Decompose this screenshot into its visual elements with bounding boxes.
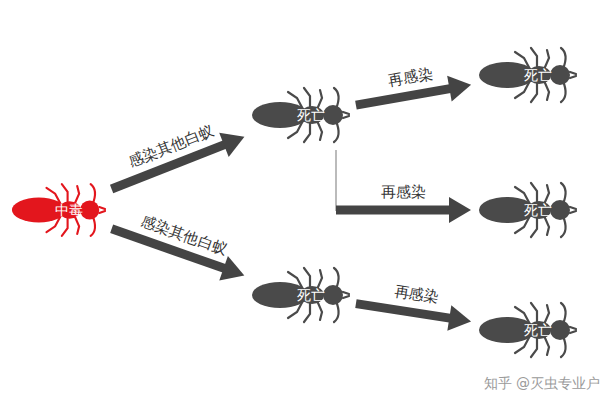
status-text: 死亡	[297, 288, 325, 302]
watermark: 知乎 @灭虫专业户	[484, 375, 600, 393]
status-text: 死亡	[524, 323, 552, 337]
status-text: 死亡	[297, 108, 325, 122]
edge-label: 再感染	[391, 283, 442, 307]
status-text: 中毒	[55, 203, 83, 217]
termite-node: 死亡	[250, 84, 350, 146]
infection-arrow	[356, 304, 471, 331]
termite-node: 中毒	[10, 180, 106, 240]
termite-node: 死亡	[250, 264, 350, 326]
infection-arrow	[336, 150, 471, 223]
edge-label: 再感染	[379, 184, 428, 201]
termite-node: 死亡	[477, 299, 577, 361]
termite-node: 死亡	[477, 44, 577, 106]
termite-node: 死亡	[477, 179, 577, 241]
status-text: 死亡	[524, 203, 552, 217]
status-text: 死亡	[524, 68, 552, 82]
edge-label: 再感染	[385, 65, 436, 90]
